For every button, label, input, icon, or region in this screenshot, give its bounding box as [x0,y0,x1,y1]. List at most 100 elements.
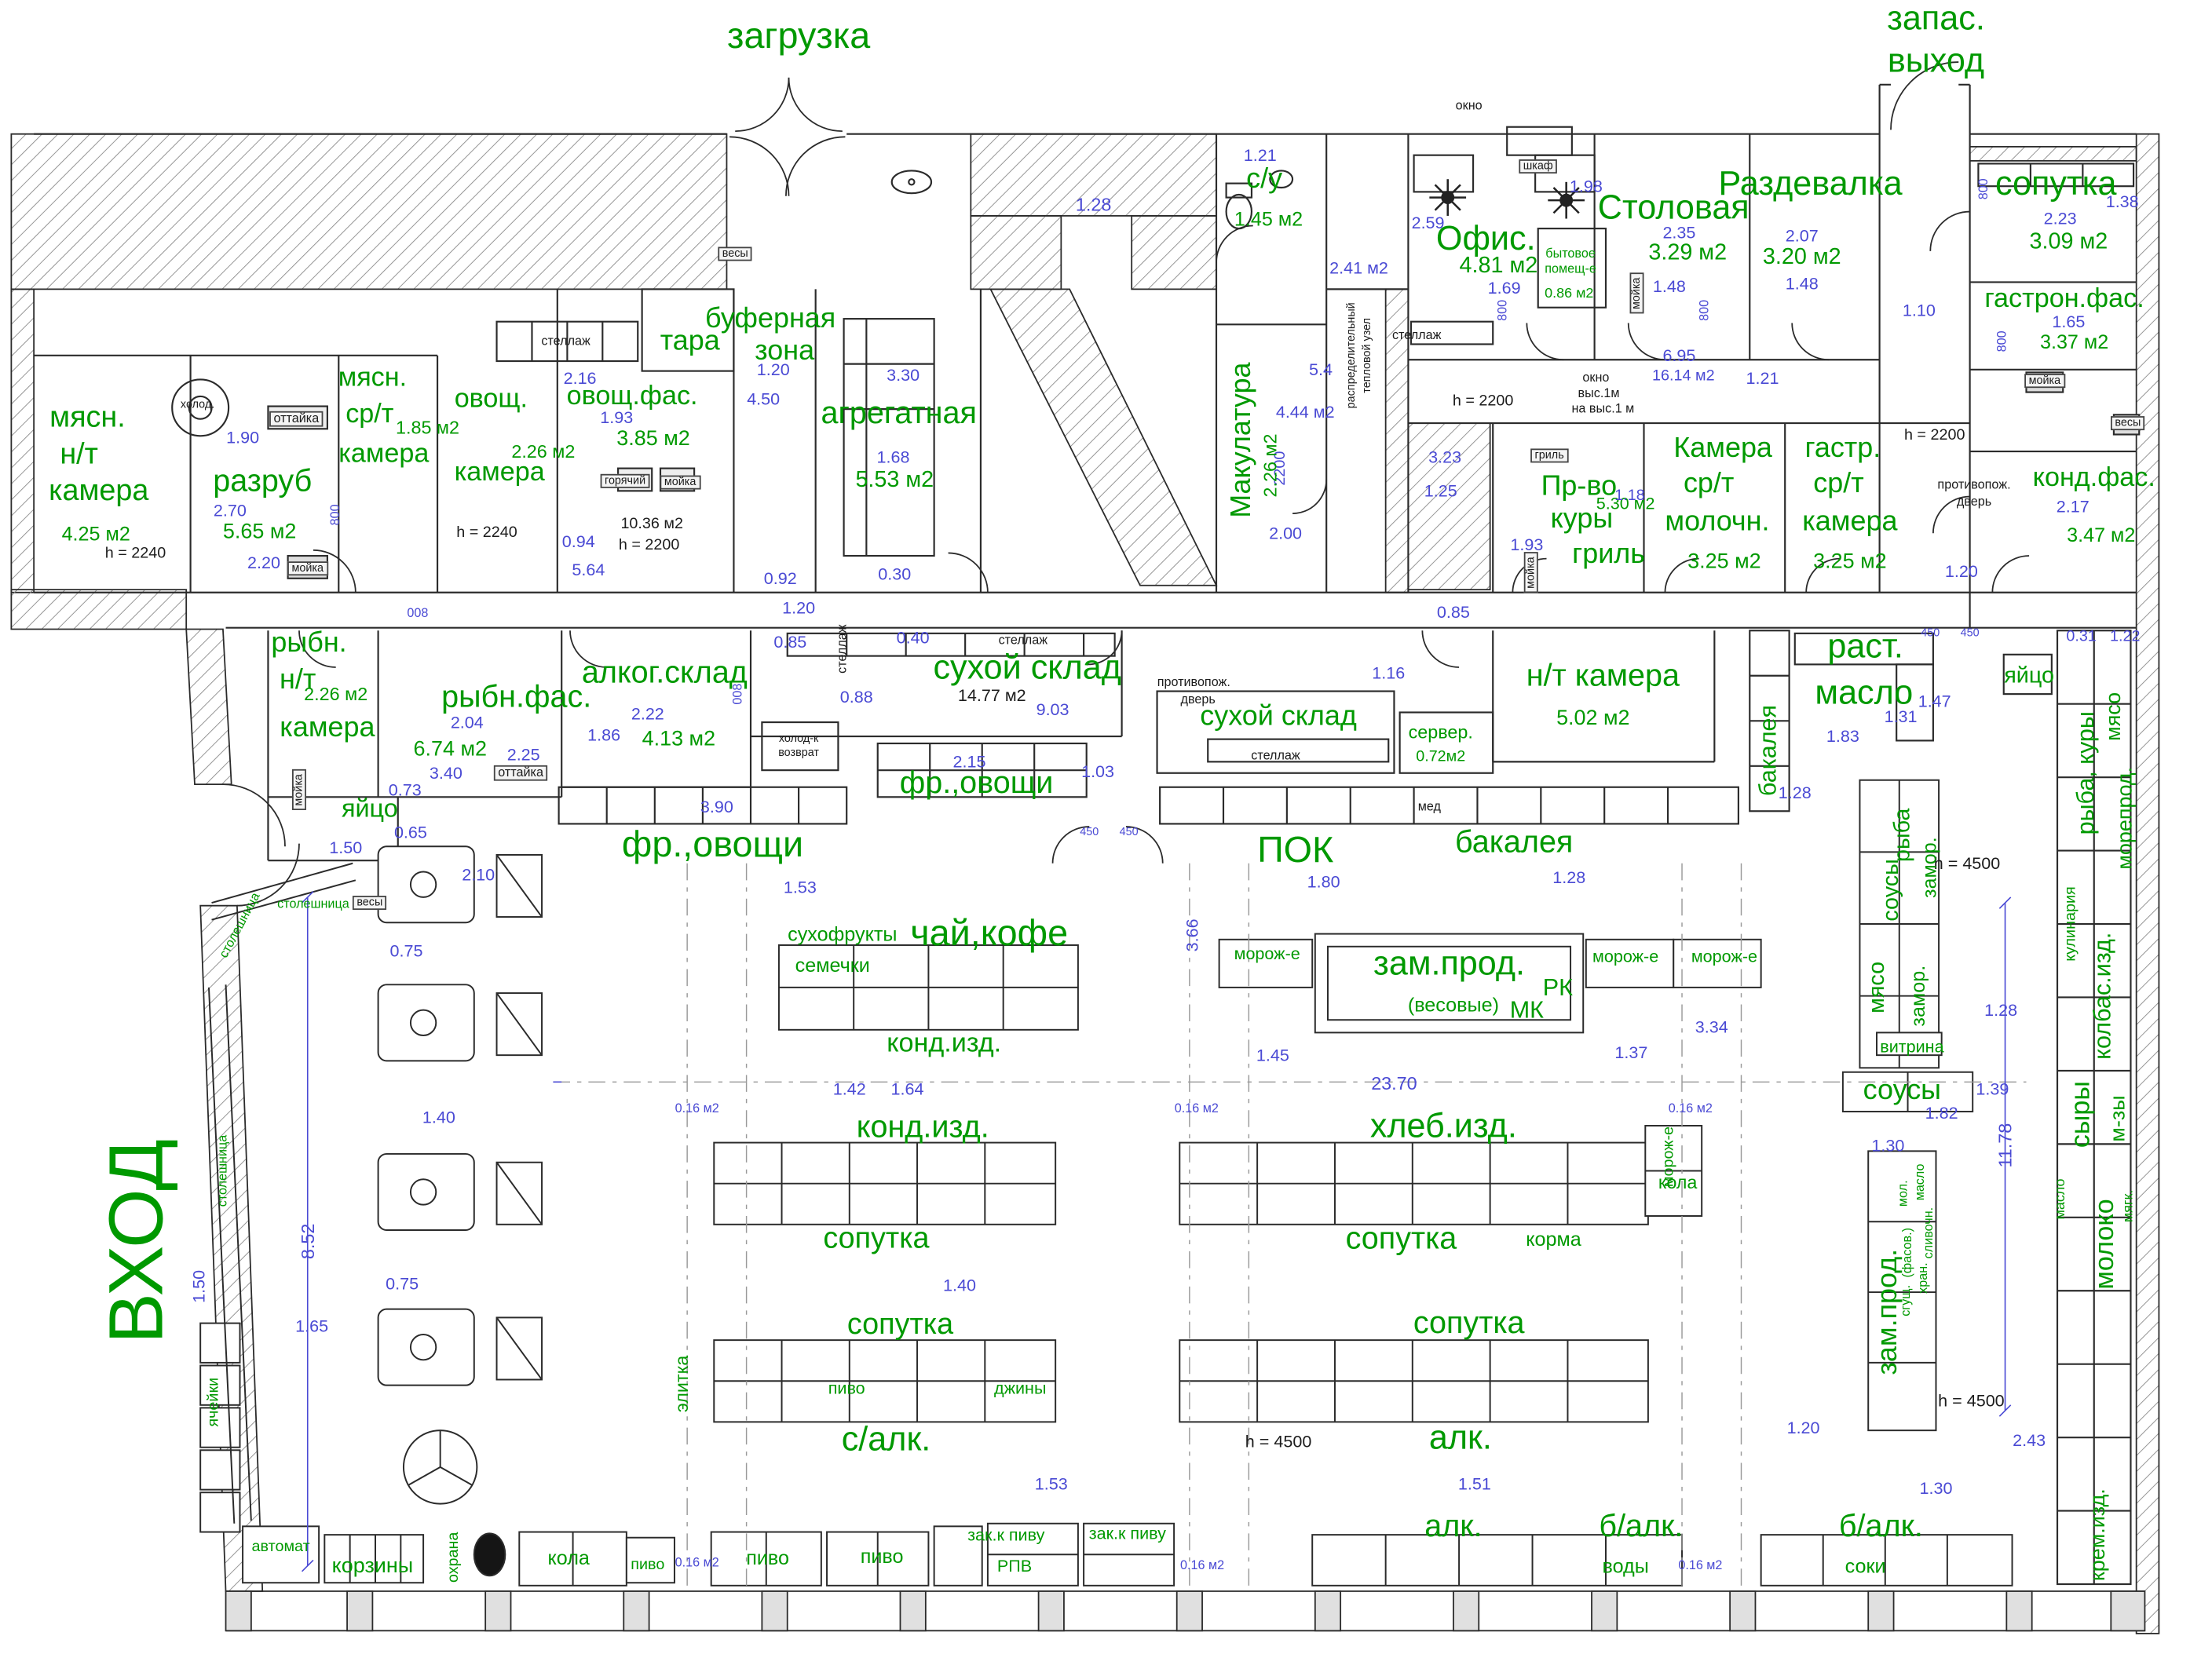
annotation-label: стеллаж [998,632,1048,647]
room-label: (фасов.) [1899,1228,1914,1278]
dimension-label: 2.16 [563,368,597,389]
dimension-label: 1.40 [422,1107,455,1127]
room-label: мясн. [338,363,408,393]
room-label: семечки [795,953,870,977]
dimension-label: 23.70 [1371,1072,1417,1094]
doors [222,61,2030,907]
dimension-label: 1.48 [1785,273,1819,294]
dimension-label: 1.37 [1614,1042,1648,1063]
room-label: столешница [277,896,349,911]
dimension-label: 1.48 [1652,276,1686,297]
room-label: соки [1845,1554,1886,1578]
dimension-label: 0.94 [561,531,595,552]
annotation-label: холод. [180,397,215,411]
annotation-label: стеллаж [1391,327,1442,342]
annotation-label: стеллаж [541,333,590,348]
annotation-label: оттайка [493,765,548,781]
room-label: воды [1602,1554,1649,1578]
room-label: бакалея [1455,823,1574,860]
room-label: овощ.фас. [566,382,698,411]
room-label: Камера [1673,433,1772,465]
annotation-label: h = 4500 [1933,853,2001,874]
dimension-label: 9.03 [1036,699,1069,720]
room-label: джины [994,1378,1047,1398]
room-label: замор. [1906,965,1929,1027]
annotation-label: весы [718,246,753,261]
room-label: овощ. [454,384,528,414]
dimension-label: 1.80 [1307,871,1340,892]
room-label: пиво [631,1556,665,1574]
annotation-label: 10.36 м2 [620,515,683,533]
dimension-label: 0.40 [896,627,930,648]
dimension-label: 1.25 [1424,480,1457,501]
dimension-label: 450 [1080,825,1099,838]
room-label: Столовая [1597,188,1749,228]
dimension-label: 1.82 [1925,1103,1958,1123]
dimension-label: 4.50 [747,389,781,410]
room-label: 3.29 м2 [1648,241,1728,265]
room-label: кулинария [2062,886,2079,962]
room-label: молоко [2090,1199,2120,1290]
room-label: зам.прод. [1373,944,1525,984]
annotation-label: h = 2200 [1452,393,1514,411]
room-label: алк. [1428,1419,1492,1458]
room-label: рыба [1890,808,1915,863]
room-label: тара [660,326,720,357]
room-label: камера [1802,506,1898,538]
room-label: сопутка [823,1222,930,1255]
room-label: мясо [1865,961,1890,1013]
dimension-label: 3.40 [429,763,463,783]
room-label: 4.25 м2 [61,521,130,545]
dimension-label: 16.14 м2 [1652,367,1715,385]
annotation-label: окно [1582,370,1610,385]
dimension-label: 1.93 [600,407,634,428]
room-label: масло [1815,674,1914,713]
room-label: 4.81 м2 [1459,254,1538,279]
axis-lines [553,863,2027,1592]
room-label: зак.к пиву [967,1524,1045,1545]
room-label: гастр. [1804,433,1881,465]
room-label: корма [1526,1227,1581,1251]
dimension-label: 1.69 [1487,278,1521,298]
room-label: пиво [746,1546,789,1569]
dimension-label: 800 [1976,178,1991,200]
room-label: замор. [1918,837,1940,899]
dimension-label: 450 [1119,825,1139,838]
room-label: сгущ. [1898,1284,1913,1316]
dimension-label: 1.28 [1778,783,1812,803]
room-label: с/у [1246,163,1283,195]
room-label: мясн. [49,401,126,434]
room-label: конд.изд. [887,1028,1002,1059]
annotation-label: весы [2110,416,2145,431]
dimension-label: 1.51 [1457,1473,1491,1495]
dimension-label: 0.16 м2 [675,1101,719,1115]
dimension-label: 4.44 м2 [1275,402,1335,422]
dimension-label: 450 [1921,626,1940,640]
annotation-label: противопож. [1937,477,2011,492]
annotation-label: мойка [291,769,306,810]
annotation-label: горячий [600,473,650,488]
room-label: сыры [2066,1081,2097,1148]
room-label: соусы [1863,1075,1942,1106]
dimension-label: 2.07 [1785,225,1819,246]
dimension-label: 1.65 [2052,312,2086,332]
annotation-label: холод-к [778,732,819,745]
room-label: кола [1658,1171,1698,1193]
dimension-label: 1.39 [1976,1079,2009,1099]
room-label: с/алк. [841,1420,931,1459]
dimension-label: 008 [729,683,744,705]
room-label: морож-е [1234,944,1300,964]
room-label: морож-е [1691,946,1758,966]
room-label: конд.фас. [2032,463,2155,494]
annotation-label: стеллаж [834,624,849,674]
annotation-label: 14.77 м2 [957,685,1026,706]
dimension-label: 800 [327,504,342,526]
room-label: бытовое [1545,246,1596,261]
dimension-label: 0.16 м2 [1174,1101,1219,1115]
dimension-label: 1.50 [329,838,363,858]
dimension-label: 1.28 [1984,1000,2018,1021]
room-label: 3.37 м2 [2039,330,2109,353]
room-label: гастрон.фас. [1984,284,2144,314]
room-label: витрина [1880,1036,1944,1057]
dimension-label: 1.40 [942,1275,976,1295]
